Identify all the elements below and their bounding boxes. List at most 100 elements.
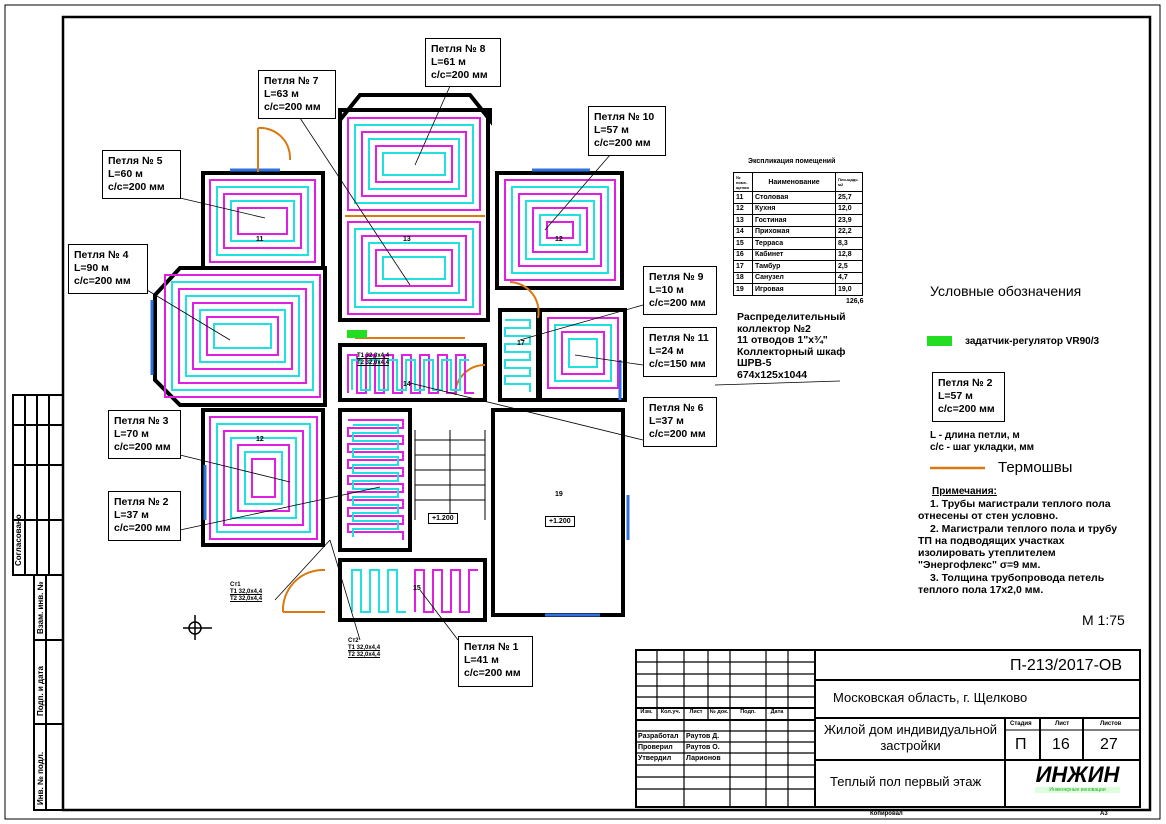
loop-9 <box>504 319 531 392</box>
loop-length: L=37 м <box>114 509 149 521</box>
role: Проверил <box>638 744 673 751</box>
legend-title: Условные обозначения <box>930 283 1082 299</box>
title-block-grid <box>635 649 1141 808</box>
loop-3 <box>209 416 318 540</box>
loop-8 <box>354 124 474 204</box>
loop-8 <box>382 152 446 176</box>
loop-4 <box>192 302 293 370</box>
loop-label: Петля № 8 <box>431 43 486 55</box>
note-line: 3. Толщина трубопровода петель <box>930 571 1105 584</box>
loop-label: Петля № 3 <box>114 415 169 427</box>
stage-value: П <box>1015 736 1027 753</box>
loop-5 <box>230 200 295 242</box>
table-cell: 12 <box>733 202 753 215</box>
loop-11 <box>547 317 619 389</box>
room-mark: 15 <box>413 585 421 592</box>
notes-title: Примечания: <box>932 486 997 497</box>
loop-label: Петля № 1 <box>464 641 519 653</box>
rooms-table-title: Экспликация помещений <box>748 158 836 165</box>
room-mark: 13 <box>403 236 411 243</box>
table-cell: 23,9 <box>835 214 863 227</box>
side-stamp-replacement: Взам. инв. № <box>36 581 45 635</box>
loop-3 <box>237 444 290 512</box>
address: Московская область, г. Щелково <box>833 690 1028 705</box>
table-cell: 12,0 <box>835 202 863 215</box>
legend-regulator-swatch <box>927 336 952 346</box>
person: Раутов Д. <box>686 733 720 740</box>
loop-4 <box>213 323 272 349</box>
loop-10 <box>525 200 595 260</box>
legend-thermo-label: Термошвы <box>998 459 1073 476</box>
table-cell: Кабинет <box>752 248 836 261</box>
document-code: П-213/2017-ОВ <box>1010 657 1123 674</box>
table-cell: Столовая <box>752 191 836 204</box>
loop-length: L=24 м <box>649 345 684 357</box>
table-cell: 25,7 <box>835 191 863 204</box>
table-cell: 17 <box>733 260 753 273</box>
loop-label: Петля № 6 <box>649 402 704 414</box>
loop-length: L=37 м <box>649 415 684 427</box>
loop-3 <box>230 437 297 519</box>
windows <box>150 168 630 617</box>
north-symbol-icon <box>183 615 212 640</box>
sheets-value: 27 <box>1100 736 1118 753</box>
table-cell: Гостиная <box>752 214 836 227</box>
stairs <box>414 430 486 520</box>
loop-label: Петля № 7 <box>264 75 319 87</box>
loop-3 <box>216 423 311 533</box>
table-cell: Санузел <box>752 271 836 284</box>
table-cell: 16 <box>733 248 753 261</box>
loop-10 <box>504 179 616 281</box>
loop-3 <box>244 451 283 505</box>
table-cell: 19,0 <box>835 283 863 296</box>
loop-8 <box>375 145 453 183</box>
loop-length: L=70 м <box>114 428 149 440</box>
loop-11 <box>561 331 605 375</box>
loop-label: Петля № 10 <box>594 111 655 123</box>
loop-10 <box>546 221 574 239</box>
loop-spacing: c/c=150 мм <box>649 358 706 370</box>
role: Разработал <box>638 733 679 740</box>
side-stamp-agreed: Согласовано <box>14 514 23 566</box>
note-line: 2. Магистрали теплого пола и трубу <box>930 522 1118 535</box>
loop-5 <box>223 193 302 249</box>
table-cell: 2,5 <box>835 260 863 273</box>
loop-label: Петля № 2 <box>114 496 169 508</box>
note-line: 1. Трубы магистрали теплого пола <box>930 498 1111 510</box>
loop-7 <box>347 221 481 315</box>
loop-4 <box>206 316 279 356</box>
table-cell: Прихожая <box>752 225 836 238</box>
revision-header: Изм. <box>640 709 653 715</box>
loop-length: L=41 м <box>464 654 499 666</box>
table-cell: Тамбур <box>752 260 836 273</box>
loop-7 <box>368 242 460 294</box>
company-logo: ИНЖИН Инженерные инновации <box>1035 762 1120 793</box>
loop-spacing: c/c=200 мм <box>114 522 171 534</box>
table-cell: 15 <box>733 237 753 250</box>
loop-5 <box>216 186 309 256</box>
table-cell: 4,7 <box>835 271 863 284</box>
loop-4 <box>171 281 314 391</box>
loop-11 <box>568 338 598 368</box>
loop-4 <box>178 288 307 384</box>
loop-5 <box>209 179 316 263</box>
loop-10 <box>539 214 581 246</box>
table-cell: 22,2 <box>835 225 863 238</box>
loop-spacing: c/c=200 мм <box>114 441 171 453</box>
